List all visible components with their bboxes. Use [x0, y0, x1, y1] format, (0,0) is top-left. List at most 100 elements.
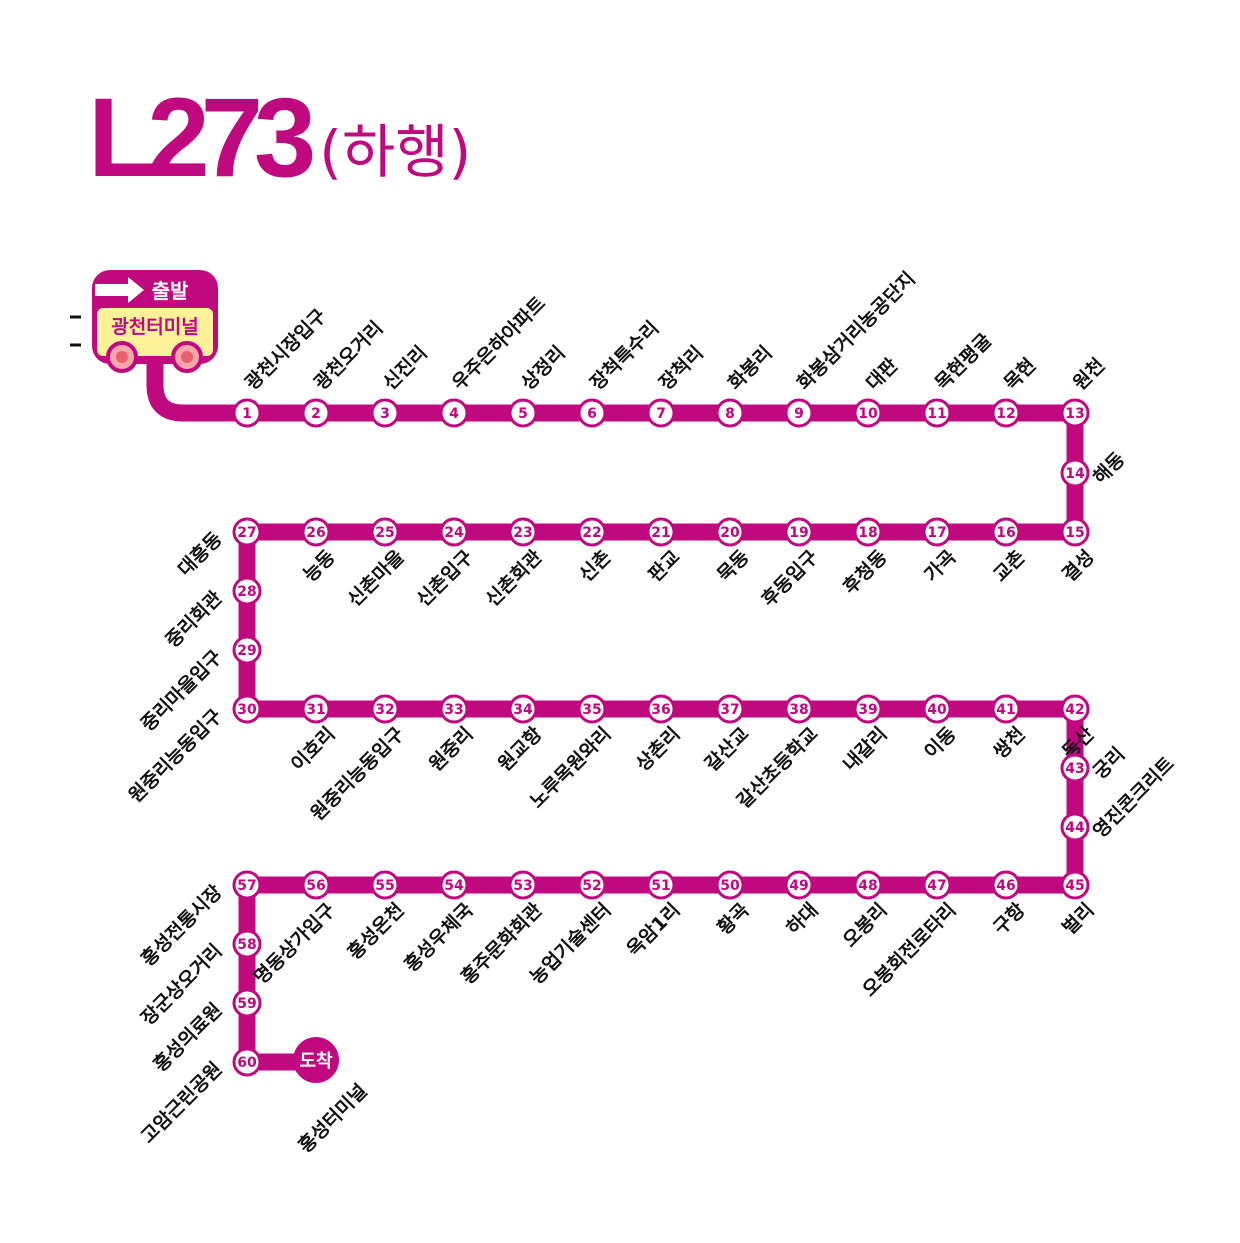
stop-marker [301, 694, 331, 724]
stop-name: 후청동 [839, 546, 892, 599]
stop-marker [232, 1047, 262, 1077]
stop-name: 쌍천 [989, 723, 1029, 763]
stop-name: 원천 [1069, 354, 1109, 394]
end-terminal-label: 홍성터미널 [293, 1079, 371, 1157]
stop-marker [439, 694, 469, 724]
stop-number: 48 [858, 878, 877, 894]
stop-number: 14 [1065, 466, 1085, 482]
stop-number: 36 [651, 702, 670, 718]
end-badge-circle [293, 1037, 339, 1083]
stop-number: 15 [1065, 525, 1084, 541]
stop-marker [301, 517, 331, 547]
stop-number: 60 [237, 1055, 257, 1071]
stop-marker [232, 517, 262, 547]
stop-name: 장척특수리 [586, 317, 663, 394]
stop-marker [370, 398, 400, 428]
stop-name: 화봉리 [724, 342, 777, 395]
stop-number: 25 [375, 525, 394, 541]
stop-name: 홍성온천 [343, 898, 409, 964]
stop-number: 35 [582, 702, 601, 718]
stop-name: 묵동 [713, 546, 753, 586]
stop-marker [922, 398, 952, 428]
stop-number: 19 [789, 525, 808, 541]
stop-number: 44 [1065, 820, 1085, 836]
stop-marker [370, 870, 400, 900]
stop-marker [784, 398, 814, 428]
stop: 15 결성 [1058, 517, 1099, 586]
stop-name: 교촌 [989, 546, 1029, 586]
stop-marker [1060, 517, 1090, 547]
stop-number: 34 [513, 702, 533, 718]
stop-name: 결성 [1058, 546, 1098, 586]
stop-number: 41 [996, 702, 1015, 718]
stop-marker [577, 870, 607, 900]
stop-marker [646, 694, 676, 724]
stop-number: 29 [237, 643, 256, 659]
stop-marker [577, 517, 607, 547]
start-bus-icon: 출발 광천터미널 [70, 270, 218, 373]
stop-name: 목현 [1000, 354, 1040, 394]
stop-name: 내갈리 [839, 723, 892, 776]
stop-marker [232, 988, 262, 1018]
stop-marker [370, 694, 400, 724]
stop-number: 28 [237, 584, 256, 600]
stop-marker [439, 517, 469, 547]
stop-number: 39 [858, 702, 877, 718]
stop-name: 신촌마을 [344, 546, 409, 611]
stop-number: 16 [996, 525, 1015, 541]
stop-name: 가곡 [920, 546, 960, 586]
start-badge: 출발 [152, 279, 189, 303]
stop-name: 신촌회관 [482, 546, 547, 611]
route-number: L273 [88, 75, 316, 200]
stop-number: 7 [656, 406, 666, 422]
stop-marker [508, 870, 538, 900]
stop-name: 오봉리 [839, 899, 892, 952]
stop-marker [508, 694, 538, 724]
stop-number: 4 [449, 406, 459, 422]
stop-marker [922, 694, 952, 724]
stop-number: 8 [725, 406, 735, 422]
stop-marker [1060, 870, 1090, 900]
stop-marker [1060, 753, 1090, 783]
stop-marker [577, 694, 607, 724]
stop-marker [577, 398, 607, 428]
stop-marker [232, 929, 262, 959]
stop-number: 22 [582, 525, 601, 541]
stop-number: 17 [927, 525, 946, 541]
stop-number: 11 [927, 406, 946, 422]
stop-number: 18 [858, 525, 877, 541]
stop-marker [646, 517, 676, 547]
stop-number: 37 [720, 702, 739, 718]
stop-number: 40 [927, 702, 947, 718]
stop-number: 2 [311, 406, 321, 422]
stop-number: 56 [306, 878, 325, 894]
stop-marker [715, 870, 745, 900]
stop-marker [1060, 398, 1090, 428]
stop-marker [232, 576, 262, 606]
stop-number: 26 [306, 525, 325, 541]
route-title: L273(하행) [88, 82, 471, 194]
stop-marker [853, 870, 883, 900]
arrow-right-icon [95, 277, 144, 303]
stop-marker [784, 694, 814, 724]
stop-number: 50 [720, 878, 740, 894]
stop-name: 벌리 [1058, 899, 1098, 939]
stop-marker [991, 517, 1021, 547]
stop-number: 6 [587, 406, 597, 422]
stop-number: 59 [237, 996, 256, 1012]
stop-marker [1060, 812, 1090, 842]
stop-number: 55 [375, 878, 394, 894]
stop-name: 상촌리 [632, 723, 685, 776]
stop-marker [991, 870, 1021, 900]
stop-name: 판교 [644, 546, 684, 586]
stop-name: 대흥동 [173, 527, 226, 580]
stop-name: 고암근린공원 [137, 1058, 227, 1148]
stop-marker [370, 517, 400, 547]
stop-number: 3 [380, 406, 390, 422]
stop-number: 47 [927, 878, 946, 894]
stop-number: 43 [1065, 761, 1084, 777]
stop-name: 화봉삼거리농공단지 [793, 268, 920, 395]
stop-number: 49 [789, 878, 808, 894]
route-direction: (하행) [319, 118, 472, 186]
stop-marker [853, 398, 883, 428]
